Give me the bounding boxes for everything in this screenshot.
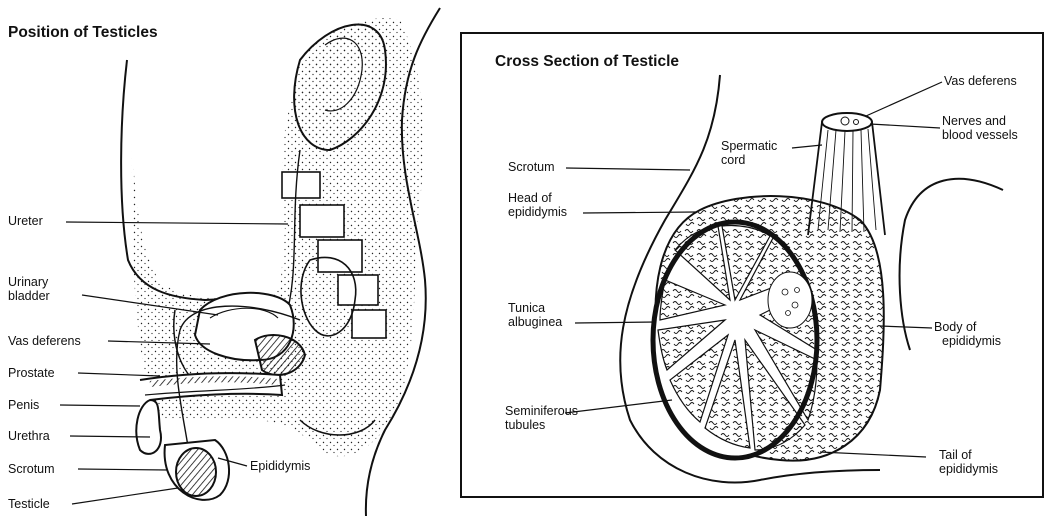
left-panel-title: Position of Testicles — [8, 24, 158, 42]
label-epididymis: Epididymis — [250, 460, 310, 473]
label-testicle: Testicle — [8, 498, 50, 511]
label-seminiferous-line1: Seminiferous — [505, 405, 578, 418]
label-head-epididymis-line1: Head of — [508, 192, 552, 205]
label-scrotum-left: Scrotum — [8, 463, 55, 476]
label-nerves-line2: blood vessels — [942, 129, 1018, 142]
label-scrotum-right: Scrotum — [508, 161, 555, 174]
label-urinary-bladder-line2: bladder — [8, 290, 50, 303]
label-body-epididymis-line1: Body of — [934, 321, 976, 334]
body-sagittal-section — [121, 8, 440, 516]
label-seminiferous-line2: tubules — [505, 419, 545, 432]
label-nerves-line1: Nerves and — [942, 115, 1006, 128]
label-penis: Penis — [8, 399, 39, 412]
label-tunica-line2: albuginea — [508, 316, 562, 329]
right-panel-title: Cross Section of Testicle — [495, 53, 679, 71]
label-urinary-bladder-line1: Urinary — [8, 276, 48, 289]
label-tail-epididymis-line1: Tail of — [939, 449, 972, 462]
label-spermatic-line1: Spermatic — [721, 140, 777, 153]
label-body-epididymis-line2: epididymis — [942, 335, 1001, 348]
label-urethra: Urethra — [8, 430, 50, 443]
label-tail-epididymis-line2: epididymis — [939, 463, 998, 476]
label-spermatic-line2: cord — [721, 154, 745, 167]
label-vas-deferens-right: Vas deferens — [944, 75, 1017, 88]
label-prostate: Prostate — [8, 367, 55, 380]
label-head-epididymis-line2: epididymis — [508, 206, 567, 219]
label-tunica-line1: Tunica — [508, 302, 545, 315]
label-ureter: Ureter — [8, 215, 43, 228]
label-vas-deferens-left: Vas deferens — [8, 335, 81, 348]
